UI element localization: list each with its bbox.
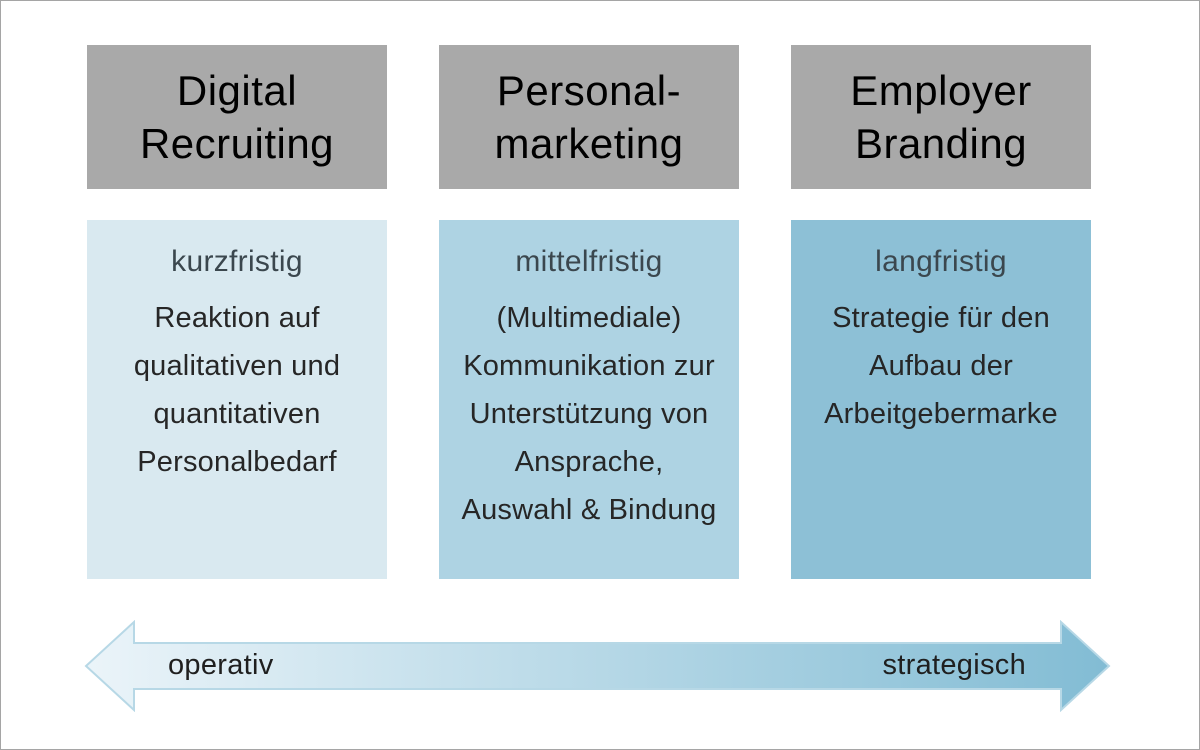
description-employer-branding: Strategie für den Aufbau der Arbeitgeber… xyxy=(824,302,1058,430)
header-box-employer-branding: Employer Branding xyxy=(791,45,1091,189)
term-langfristig: langfristig xyxy=(875,245,1007,278)
content-box-kurzfristig: kurzfristig Reaktion auf qualitativen un… xyxy=(87,220,387,579)
description-digital-recruiting: Reaktion auf qualitativen und quantitati… xyxy=(133,302,341,478)
double-arrow-icon xyxy=(84,620,1111,712)
term-kurzfristig: kurzfristig xyxy=(171,245,303,278)
axis-label-operativ: operativ xyxy=(168,648,274,681)
description-personalmarketing: (Multimediale) Kommunikation zur Unterst… xyxy=(461,302,717,526)
header-box-digital-recruiting: Digital Recruiting xyxy=(87,45,387,189)
content-box-mittelfristig: mittelfristig (Multimediale) Kommunikati… xyxy=(439,220,739,579)
term-mittelfristig: mittelfristig xyxy=(515,245,663,278)
content-box-langfristig: langfristig Strategie für den Aufbau der… xyxy=(791,220,1091,579)
operativ-strategisch-axis: operativ strategisch xyxy=(84,620,1111,712)
double-arrow-shape xyxy=(84,620,1111,712)
axis-label-strategisch: strategisch xyxy=(882,648,1026,681)
header-box-personalmarketing: Personal- marketing xyxy=(439,45,739,189)
